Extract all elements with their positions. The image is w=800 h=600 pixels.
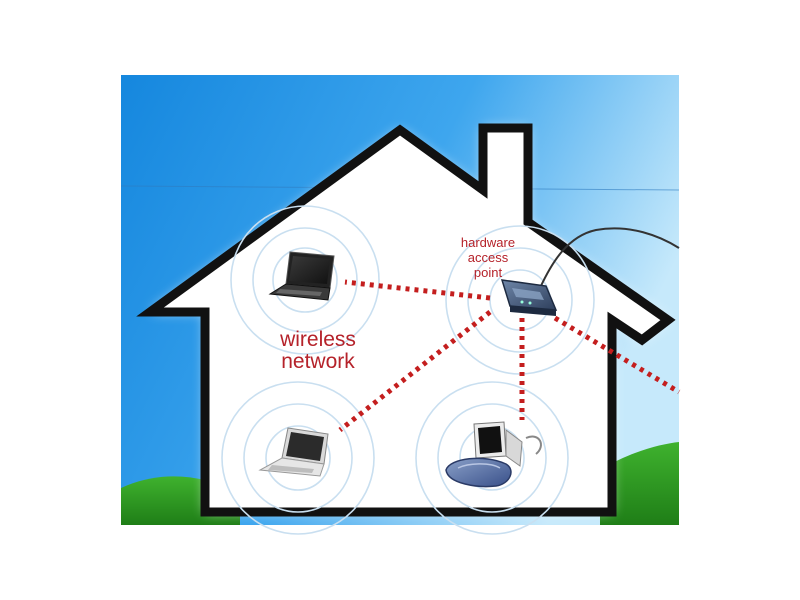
rings-laptop-bottom-left xyxy=(221,381,375,535)
access-point-label: hardware access point xyxy=(461,235,515,280)
house xyxy=(136,123,676,517)
router-icon xyxy=(500,279,558,316)
access-point-label-line-3: point xyxy=(474,265,503,280)
wireless-links xyxy=(338,279,681,432)
access-point-label-line-1: hardware xyxy=(461,235,515,250)
wireless-network-label: wireless network xyxy=(279,328,356,373)
rings-laptop-top-left xyxy=(230,205,380,355)
wireless-network-label-line-2: network xyxy=(281,350,355,373)
house-outline xyxy=(136,123,676,517)
wireless-network-label-line-1: wireless xyxy=(279,328,356,351)
router-cable xyxy=(539,227,680,289)
laptop-icon xyxy=(258,427,329,477)
rings-desktop-computer xyxy=(415,381,569,535)
signal-rings xyxy=(221,205,595,535)
access-point-label-line-2: access xyxy=(468,250,509,265)
desktop-computer-icon xyxy=(445,421,542,488)
laptop-icon xyxy=(268,251,335,301)
grass-hill-right xyxy=(600,442,679,525)
link-ap-to-laptop-top-left xyxy=(344,279,491,301)
link-ap-to-offscreen-right xyxy=(553,315,681,395)
